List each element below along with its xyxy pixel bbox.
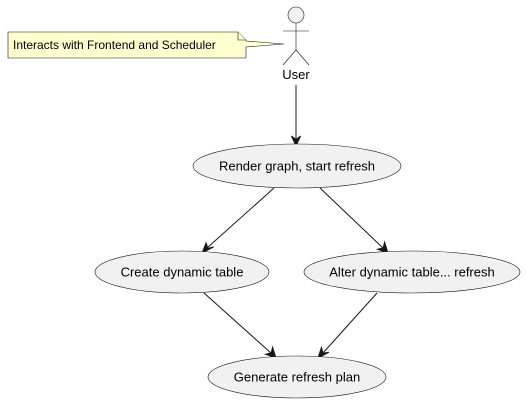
note-fold — [237, 32, 246, 41]
edge-render-alter — [319, 187, 389, 254]
arrowhead-icon — [201, 241, 214, 255]
edge-render-create — [201, 187, 275, 255]
edge-alter-generate — [317, 292, 378, 360]
usecase-create: Create dynamic table — [94, 250, 270, 294]
usecase-alter: Alter dynamic table... refresh — [303, 250, 521, 294]
edge-user-render — [291, 85, 301, 148]
actor-user: User — [282, 6, 310, 82]
arrowhead-icon — [291, 135, 301, 148]
user-icon — [282, 6, 310, 66]
usecase-render: Render graph, start refresh — [192, 143, 402, 189]
note-text: Interacts with Frontend and Scheduler — [13, 38, 216, 52]
usecase-alter-label: Alter dynamic table... refresh — [329, 265, 494, 280]
edge-create-generate — [203, 292, 277, 359]
usecase-create-label: Create dynamic table — [121, 265, 244, 280]
arrowhead-icon — [317, 345, 330, 360]
arrowhead-icon — [263, 345, 277, 359]
usecase-generate-label: Generate refresh plan — [234, 370, 360, 385]
usecase-generate: Generate refresh plan — [207, 355, 387, 399]
usecase-render-label: Render graph, start refresh — [219, 159, 375, 174]
edges — [201, 85, 389, 360]
arrowhead-icon — [375, 240, 389, 254]
actor-label: User — [282, 67, 310, 82]
note-shape — [7, 31, 285, 59]
note: Interacts with Frontend and Scheduler — [7, 31, 285, 59]
